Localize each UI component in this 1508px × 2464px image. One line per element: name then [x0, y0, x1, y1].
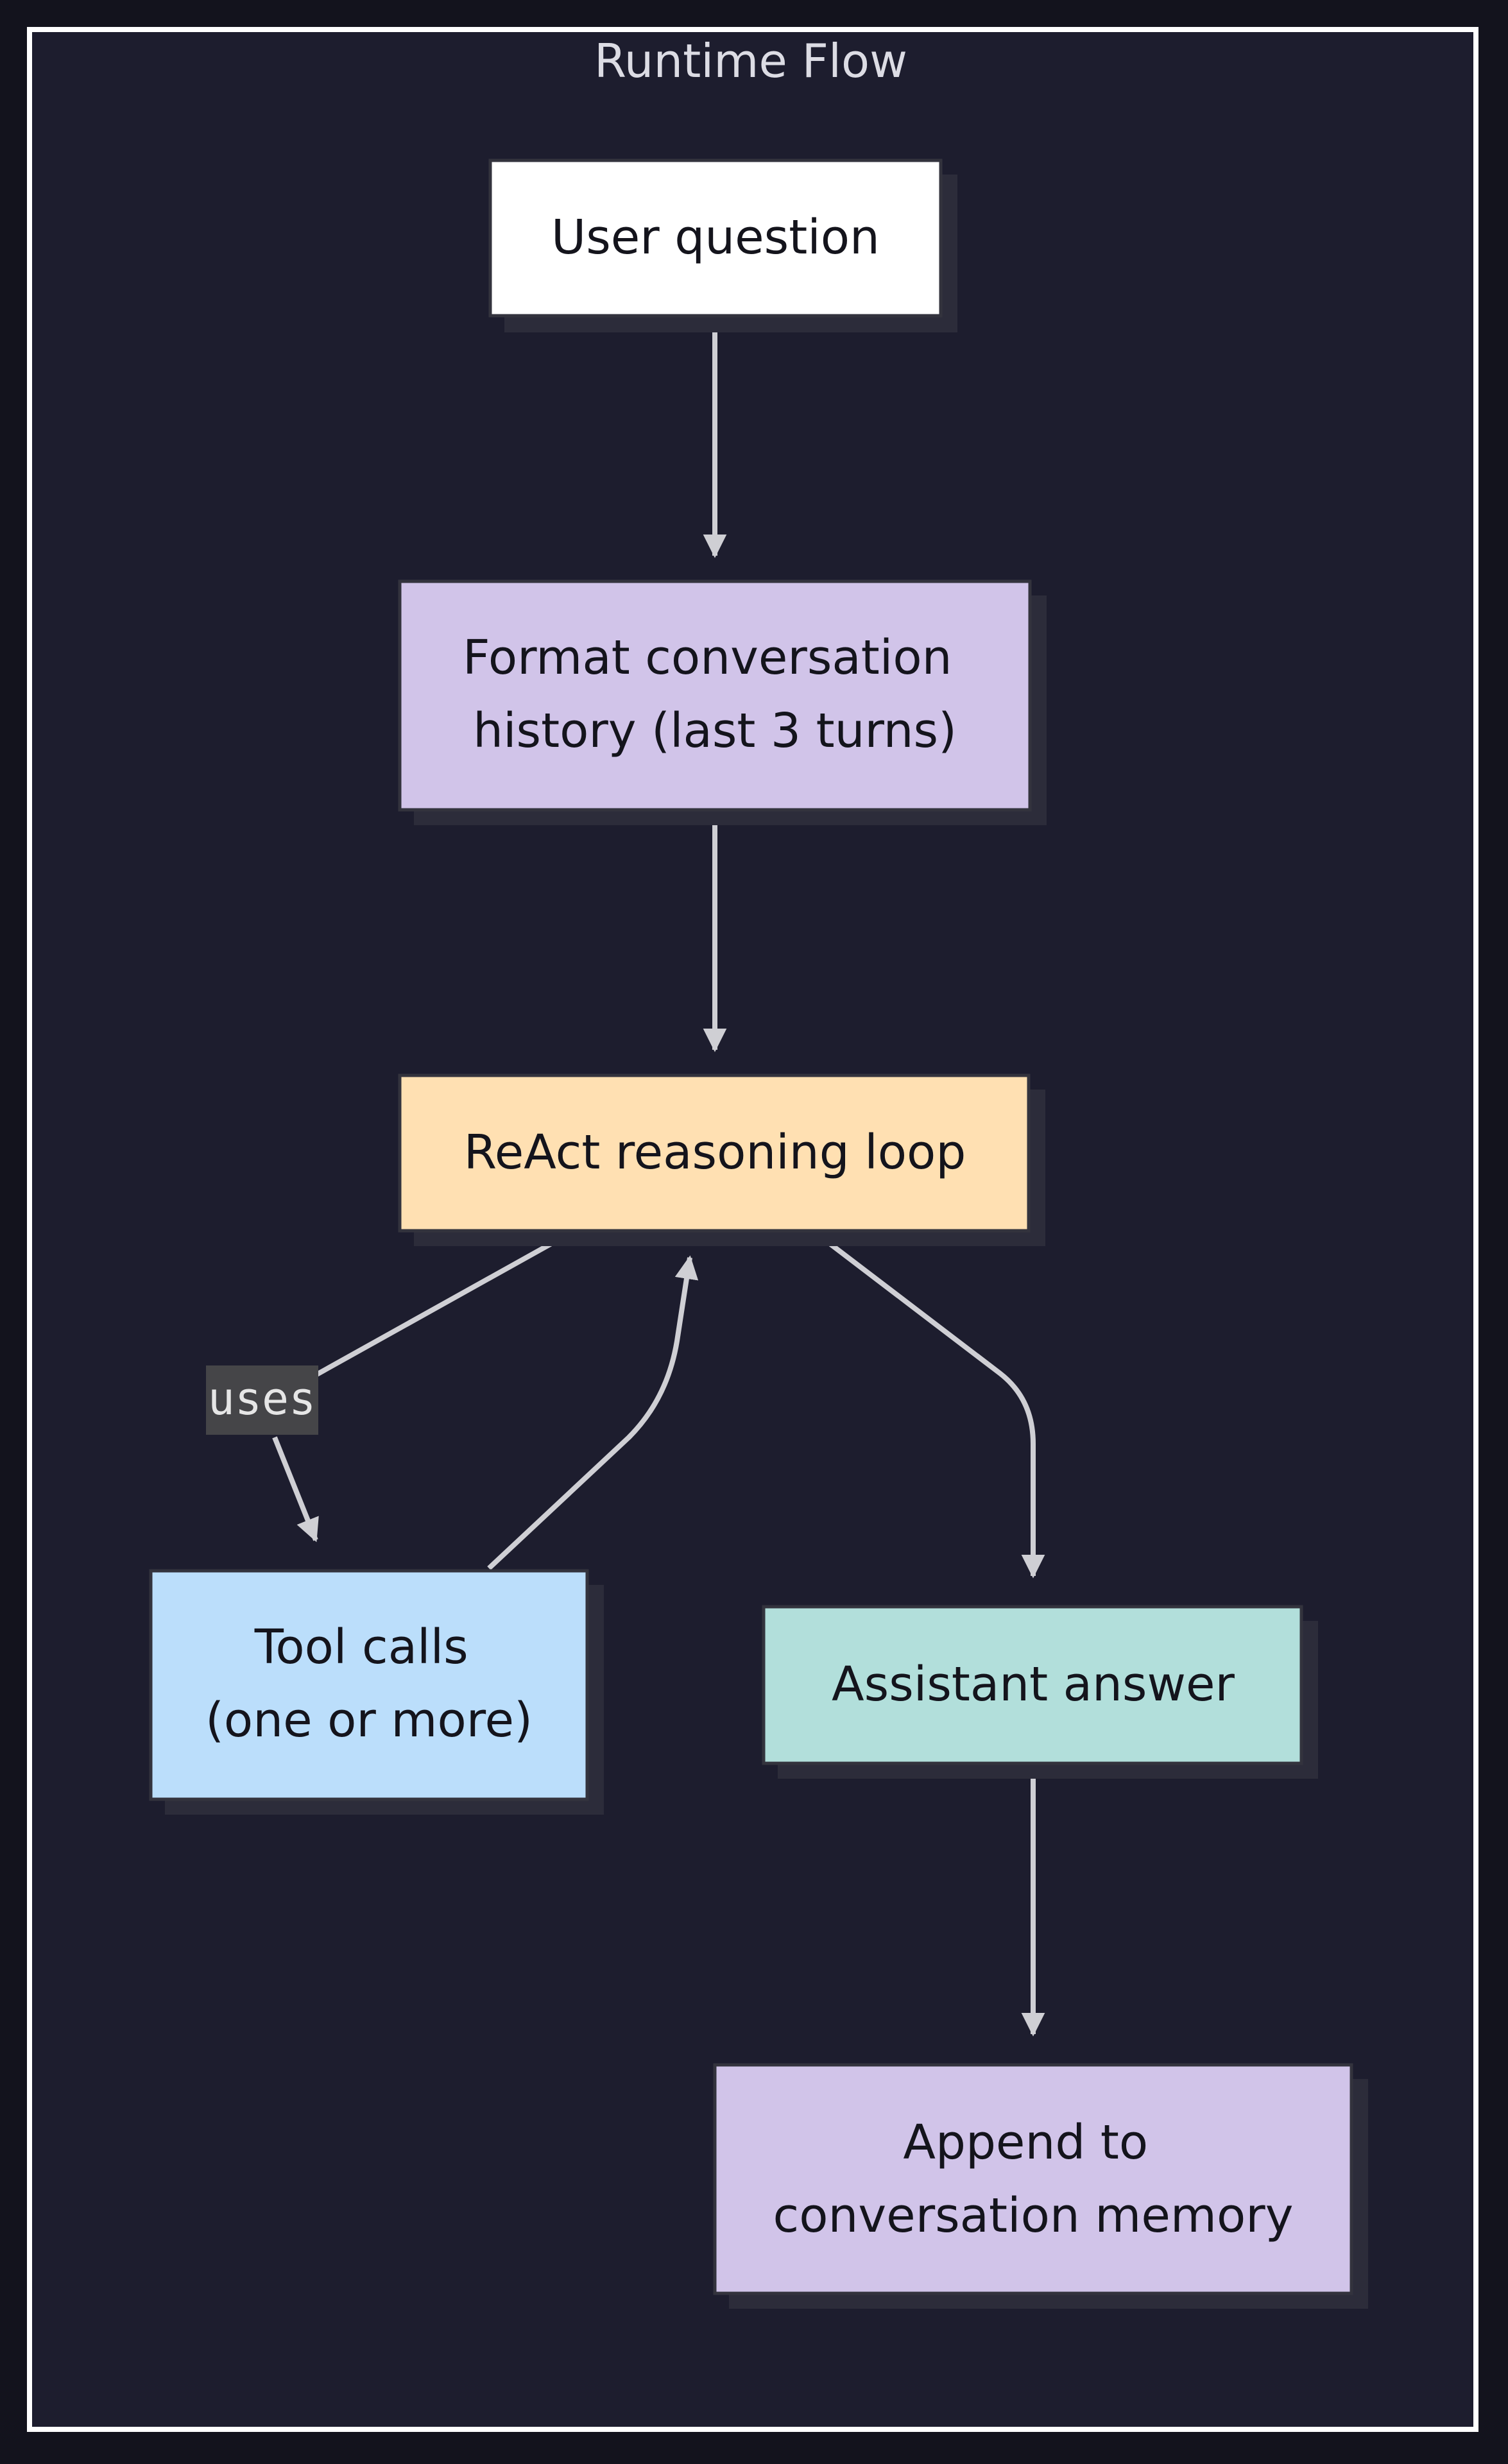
node-label-line-2: conversation memory — [773, 2188, 1294, 2243]
edges — [272, 319, 1045, 2037]
frame-title: Runtime Flow — [594, 34, 907, 88]
node-label-line-1: Tool calls — [254, 1620, 468, 1675]
node-box — [713, 2063, 1353, 2295]
node-label-line-2: (one or more) — [205, 1693, 533, 1748]
node-label-line-1: ReAct reasoning loop — [464, 1125, 966, 1180]
node-label: Append to conversation memory — [773, 2115, 1294, 2243]
node-user-question: User question — [488, 158, 957, 332]
node-assistant-answer: Assistant answer — [762, 1605, 1318, 1779]
node-label: ReAct reasoning loop — [464, 1125, 966, 1180]
edge-label-uses: uses — [206, 1365, 318, 1435]
node-label: Tool calls (one or more) — [205, 1620, 533, 1748]
node-box — [398, 1074, 1031, 1233]
node-box — [762, 1605, 1303, 1765]
node-append-memory: Append to conversation memory — [713, 2063, 1368, 2309]
node-tool-calls: Tool calls (one or more) — [149, 1569, 604, 1815]
node-label: User question — [551, 210, 880, 265]
node-label-line-1: Assistant answer — [832, 1657, 1235, 1712]
node-label-line-1: User question — [551, 210, 880, 265]
edge-react-to-answer — [814, 1231, 1045, 1579]
node-react-loop: ReAct reasoning loop — [398, 1074, 1045, 1246]
node-label: Assistant answer — [832, 1657, 1235, 1712]
runtime-flow-frame — [27, 27, 1478, 2432]
edge-tools-to-react — [487, 1255, 699, 1570]
edge-react-to-tools — [272, 1231, 571, 1540]
node-label-line-1: Format conversation — [463, 630, 952, 685]
node-label-line-1: Append to — [903, 2115, 1148, 2170]
node-label: Format conversation history (last 3 turn… — [463, 630, 967, 758]
edge-label-uses-text: uses — [208, 1373, 316, 1425]
node-box — [488, 158, 943, 318]
node-box — [398, 579, 1032, 812]
node-box — [149, 1569, 589, 1801]
node-label-line-2: history (last 3 turns) — [473, 703, 957, 758]
node-format-history: Format conversation history (last 3 turn… — [398, 579, 1047, 825]
edge-label-background — [206, 1365, 318, 1435]
